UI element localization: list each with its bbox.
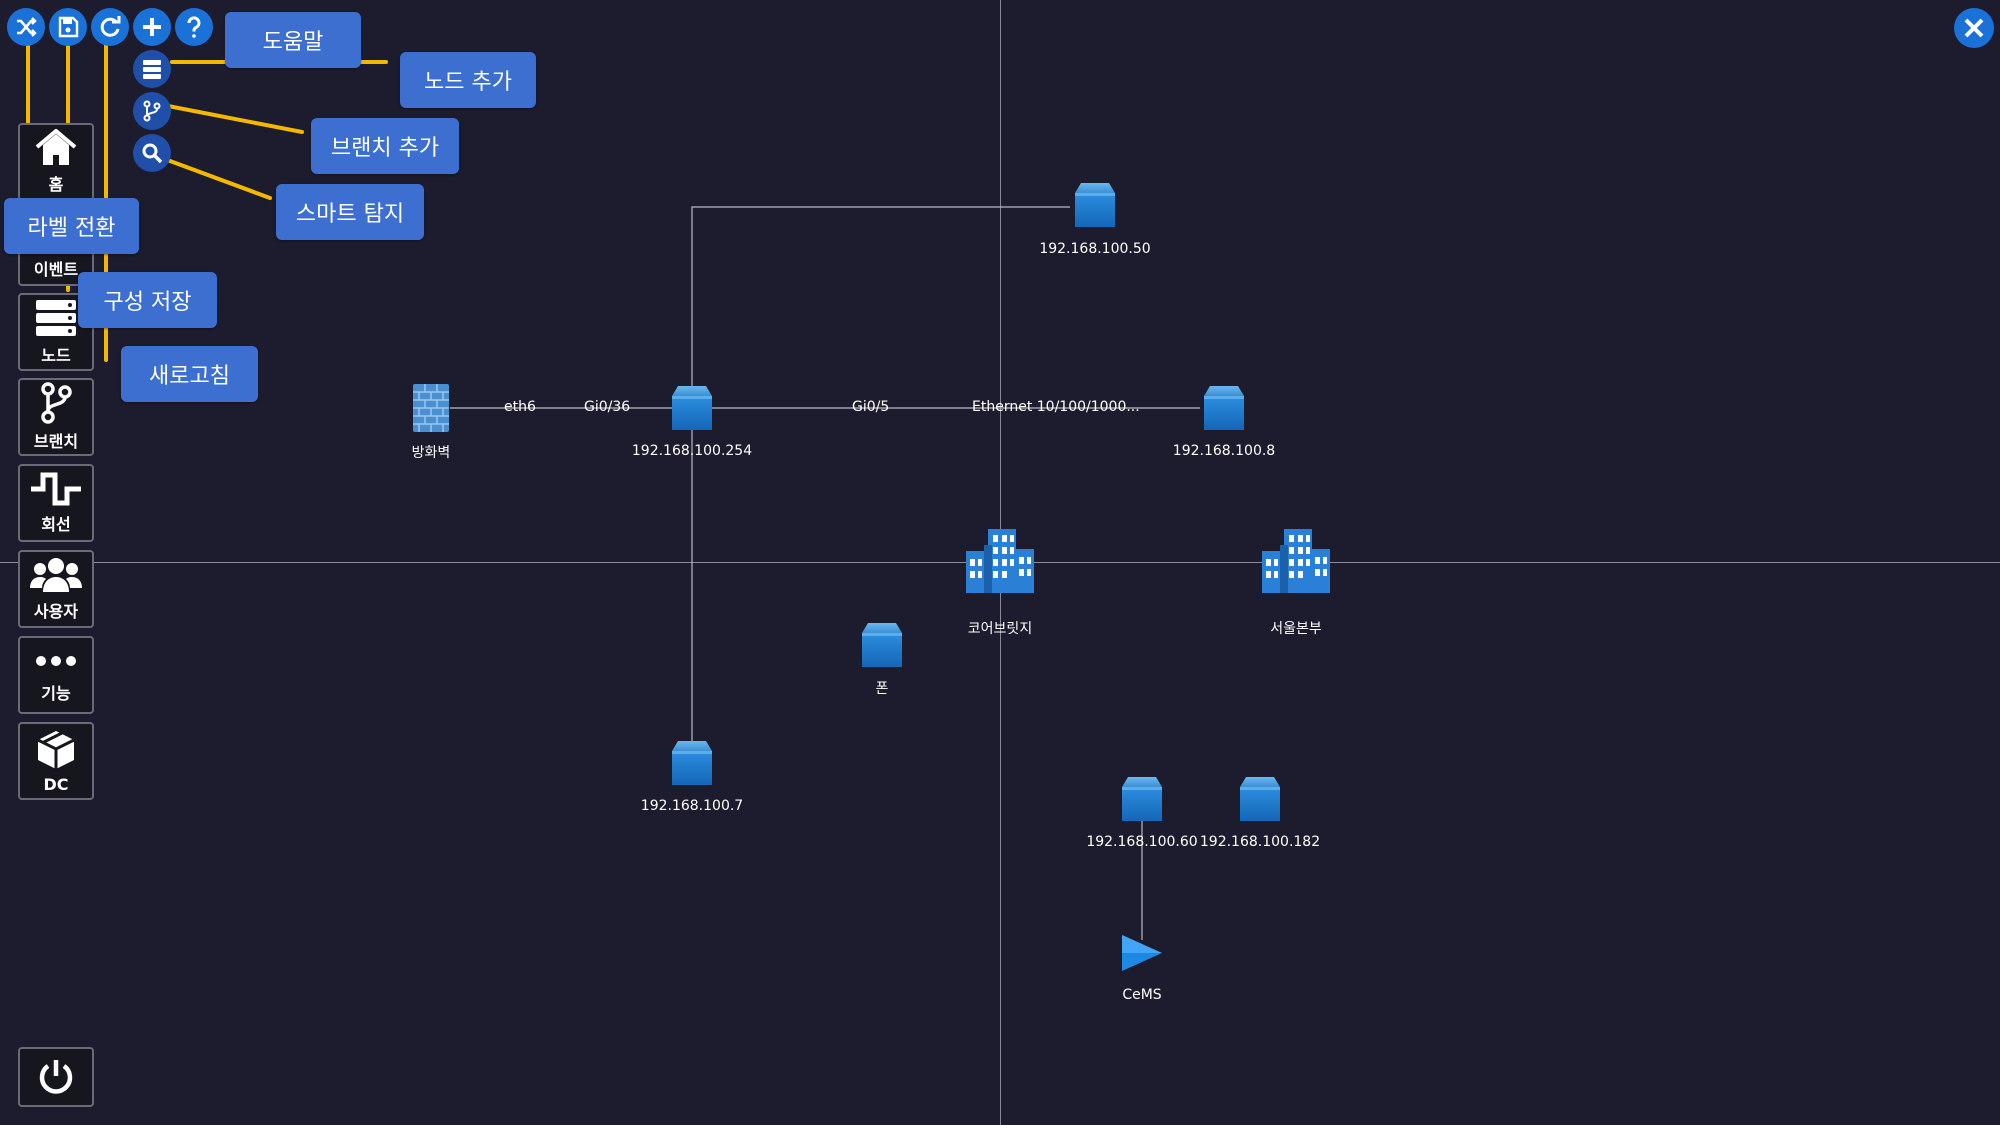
circuit-icon	[31, 472, 81, 506]
node-label: 192.168.100.7	[640, 798, 744, 814]
help-icon	[187, 16, 201, 38]
add-button[interactable]	[133, 8, 171, 46]
node-label: 폰	[875, 681, 889, 697]
link-254-50	[691, 206, 1070, 408]
node-label: 192.168.100.254	[631, 443, 753, 459]
node-label: CeMS	[1122, 987, 1162, 1003]
tooltip-label-toggle: 라벨 전환	[4, 198, 139, 254]
node-label: 192.168.100.50	[1039, 241, 1151, 257]
tooltip-add-branch: 브랜치 추가	[311, 118, 459, 174]
sidebar-item-label: 브랜치	[33, 432, 79, 451]
tooltip-refresh: 새로고침	[121, 346, 258, 402]
branch-icon	[143, 100, 161, 122]
node-icon-switch[interactable]	[1236, 775, 1284, 823]
node-icon-switch[interactable]	[668, 739, 716, 787]
tooltip-smart-detect: 스마트 탐지	[276, 184, 424, 240]
node-label: 코어브릿지	[967, 621, 1033, 637]
sidebar-item-label: DC	[43, 774, 69, 794]
home-icon	[35, 129, 77, 165]
play-icon[interactable]	[1120, 933, 1164, 973]
sidebar-item-branch[interactable]: 브랜치	[18, 378, 94, 456]
shuffle-button[interactable]	[7, 8, 45, 46]
sidebar-item-circuit[interactable]: 회선	[18, 464, 94, 542]
branch-icon	[41, 382, 72, 424]
search-icon	[142, 143, 163, 164]
close-button[interactable]	[1954, 8, 1994, 48]
power-icon	[39, 1060, 73, 1094]
sidebar-item-dc[interactable]: DC	[18, 722, 94, 800]
port-label: Ethernet 10/100/1000...	[972, 399, 1140, 415]
add-branch-button[interactable]	[133, 92, 171, 130]
server-icon	[36, 300, 76, 336]
add-node-button[interactable]	[133, 50, 171, 88]
refresh-icon	[100, 16, 121, 37]
tooltip-add-node: 노드 추가	[400, 52, 536, 108]
sidebar-item-label: 이벤트	[33, 260, 79, 279]
node-icon-switch[interactable]	[1200, 384, 1248, 432]
node-label: 192.168.100.182	[1199, 834, 1321, 850]
sidebar-item-label: 노드	[41, 346, 71, 365]
power-button[interactable]	[18, 1047, 94, 1107]
plus-icon	[143, 18, 161, 36]
cube-icon	[37, 730, 75, 769]
sidebar-item-label: 사용자	[33, 602, 79, 621]
leader-smart-detect	[160, 156, 272, 200]
tooltip-save-config: 구성 저장	[78, 272, 217, 328]
sidebar-item-home[interactable]: 홈	[18, 123, 94, 201]
node-label: 서울본부	[1270, 621, 1322, 637]
sidebar-item-features[interactable]: 기능	[18, 636, 94, 714]
node-icon-switch[interactable]	[668, 384, 716, 432]
node-label: 192.168.100.8	[1172, 443, 1276, 459]
building-icon[interactable]	[1260, 527, 1332, 595]
port-label: Gi0/36	[584, 399, 631, 415]
building-icon[interactable]	[964, 527, 1036, 595]
shuffle-icon	[17, 17, 37, 37]
tooltip-help: 도움말	[225, 12, 361, 68]
more-icon	[36, 656, 76, 666]
close-icon	[1964, 18, 1984, 38]
sidebar-item-users[interactable]: 사용자	[18, 550, 94, 628]
sidebar-item-label: 기능	[41, 684, 71, 703]
node-icon-switch[interactable]	[858, 621, 906, 669]
firewall-icon[interactable]	[413, 384, 449, 432]
save-button[interactable]	[49, 8, 87, 46]
leader-add-branch	[166, 104, 304, 134]
server-icon	[143, 60, 161, 79]
sidebar-item-label: 홈	[48, 175, 64, 194]
refresh-button[interactable]	[91, 8, 129, 46]
help-button[interactable]	[175, 8, 213, 46]
node-icon-switch[interactable]	[1118, 775, 1166, 823]
save-icon	[58, 16, 79, 38]
node-label: 방화벽	[411, 445, 451, 461]
node-label: 192.168.100.60	[1086, 834, 1198, 850]
users-icon	[30, 558, 82, 592]
port-label: Gi0/5	[852, 399, 890, 415]
smart-detect-button[interactable]	[133, 134, 171, 172]
node-icon-switch[interactable]	[1071, 181, 1119, 229]
sidebar-item-label: 회선	[41, 515, 71, 534]
port-label: eth6	[504, 399, 536, 415]
